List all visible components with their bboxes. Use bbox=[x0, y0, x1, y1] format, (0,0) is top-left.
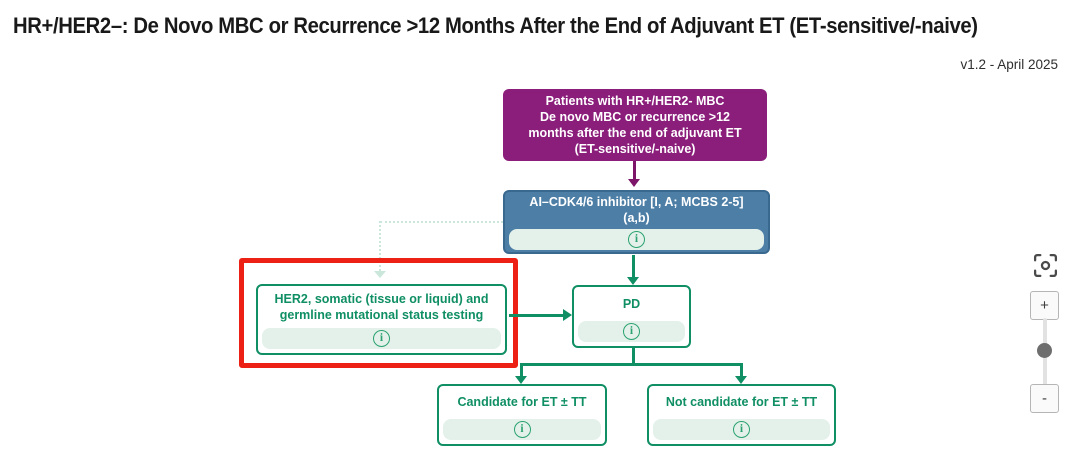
node-cdk46-inhibitor[interactable]: AI–CDK4/6 inhibitor [I, A; MCBS 2-5] (a,… bbox=[503, 190, 770, 254]
connector-patients-to-cdk46 bbox=[633, 161, 636, 180]
info-strip: i bbox=[578, 321, 685, 342]
arrowhead-to-not-candidate bbox=[735, 376, 747, 384]
zoom-out-button[interactable]: - bbox=[1030, 384, 1059, 413]
connector-pd-branch bbox=[520, 363, 743, 366]
arrowhead-patients-to-cdk46 bbox=[628, 179, 640, 187]
node-candidate-label: Candidate for ET ± TT bbox=[457, 395, 587, 410]
info-strip: i bbox=[443, 419, 601, 440]
info-icon[interactable]: i bbox=[513, 421, 531, 438]
arrowhead-to-candidate bbox=[515, 376, 527, 384]
node-not-candidate-label: Not candidate for ET ± TT bbox=[665, 395, 818, 410]
info-icon[interactable]: i bbox=[628, 230, 645, 248]
node-cdk46-label: AI–CDK4/6 inhibitor [I, A; MCBS 2-5] (a,… bbox=[529, 195, 744, 226]
dashed-connector-horizontal bbox=[380, 221, 503, 223]
info-icon[interactable]: i bbox=[733, 421, 750, 438]
connector-her2-to-pd bbox=[509, 314, 564, 317]
arrowhead-dashed-to-her2-testing bbox=[374, 271, 386, 278]
zoom-in-button[interactable]: + bbox=[1030, 291, 1059, 320]
info-icon[interactable]: i bbox=[373, 330, 390, 347]
page-title: HR+/HER2–: De Novo MBC or Recurrence >12… bbox=[13, 13, 978, 38]
arrowhead-her2-to-pd bbox=[563, 309, 572, 321]
node-pd[interactable]: PD i bbox=[572, 285, 691, 348]
info-strip: i bbox=[262, 328, 501, 349]
info-strip: i bbox=[509, 228, 764, 250]
dashed-connector-vertical bbox=[379, 221, 381, 271]
info-strip: i bbox=[653, 419, 830, 440]
node-pd-label: PD bbox=[622, 296, 641, 311]
zoom-slider-handle[interactable] bbox=[1037, 343, 1052, 358]
connector-branch-left bbox=[520, 363, 523, 377]
node-patients-label: Patients with HR+/HER2- MBC De novo MBC … bbox=[528, 93, 742, 157]
node-not-candidate-et-tt[interactable]: Not candidate for ET ± TT i bbox=[647, 384, 836, 446]
connector-branch-right bbox=[740, 363, 743, 377]
node-her2-testing[interactable]: HER2, somatic (tissue or liquid) and ger… bbox=[256, 284, 507, 355]
node-candidate-et-tt[interactable]: Candidate for ET ± TT i bbox=[437, 384, 607, 446]
fit-view-button[interactable] bbox=[1032, 252, 1059, 279]
info-icon[interactable]: i bbox=[623, 323, 640, 340]
node-patients[interactable]: Patients with HR+/HER2- MBC De novo MBC … bbox=[503, 89, 767, 161]
version-label: v1.2 - April 2025 bbox=[960, 57, 1058, 72]
highlight-frame bbox=[239, 258, 518, 368]
connector-pd-stem bbox=[632, 348, 635, 365]
arrowhead-cdk46-to-pd bbox=[627, 277, 639, 285]
node-her2-testing-label: HER2, somatic (tissue or liquid) and ger… bbox=[274, 291, 489, 322]
focus-frame-icon bbox=[1032, 253, 1059, 282]
connector-cdk46-to-pd bbox=[632, 255, 635, 278]
